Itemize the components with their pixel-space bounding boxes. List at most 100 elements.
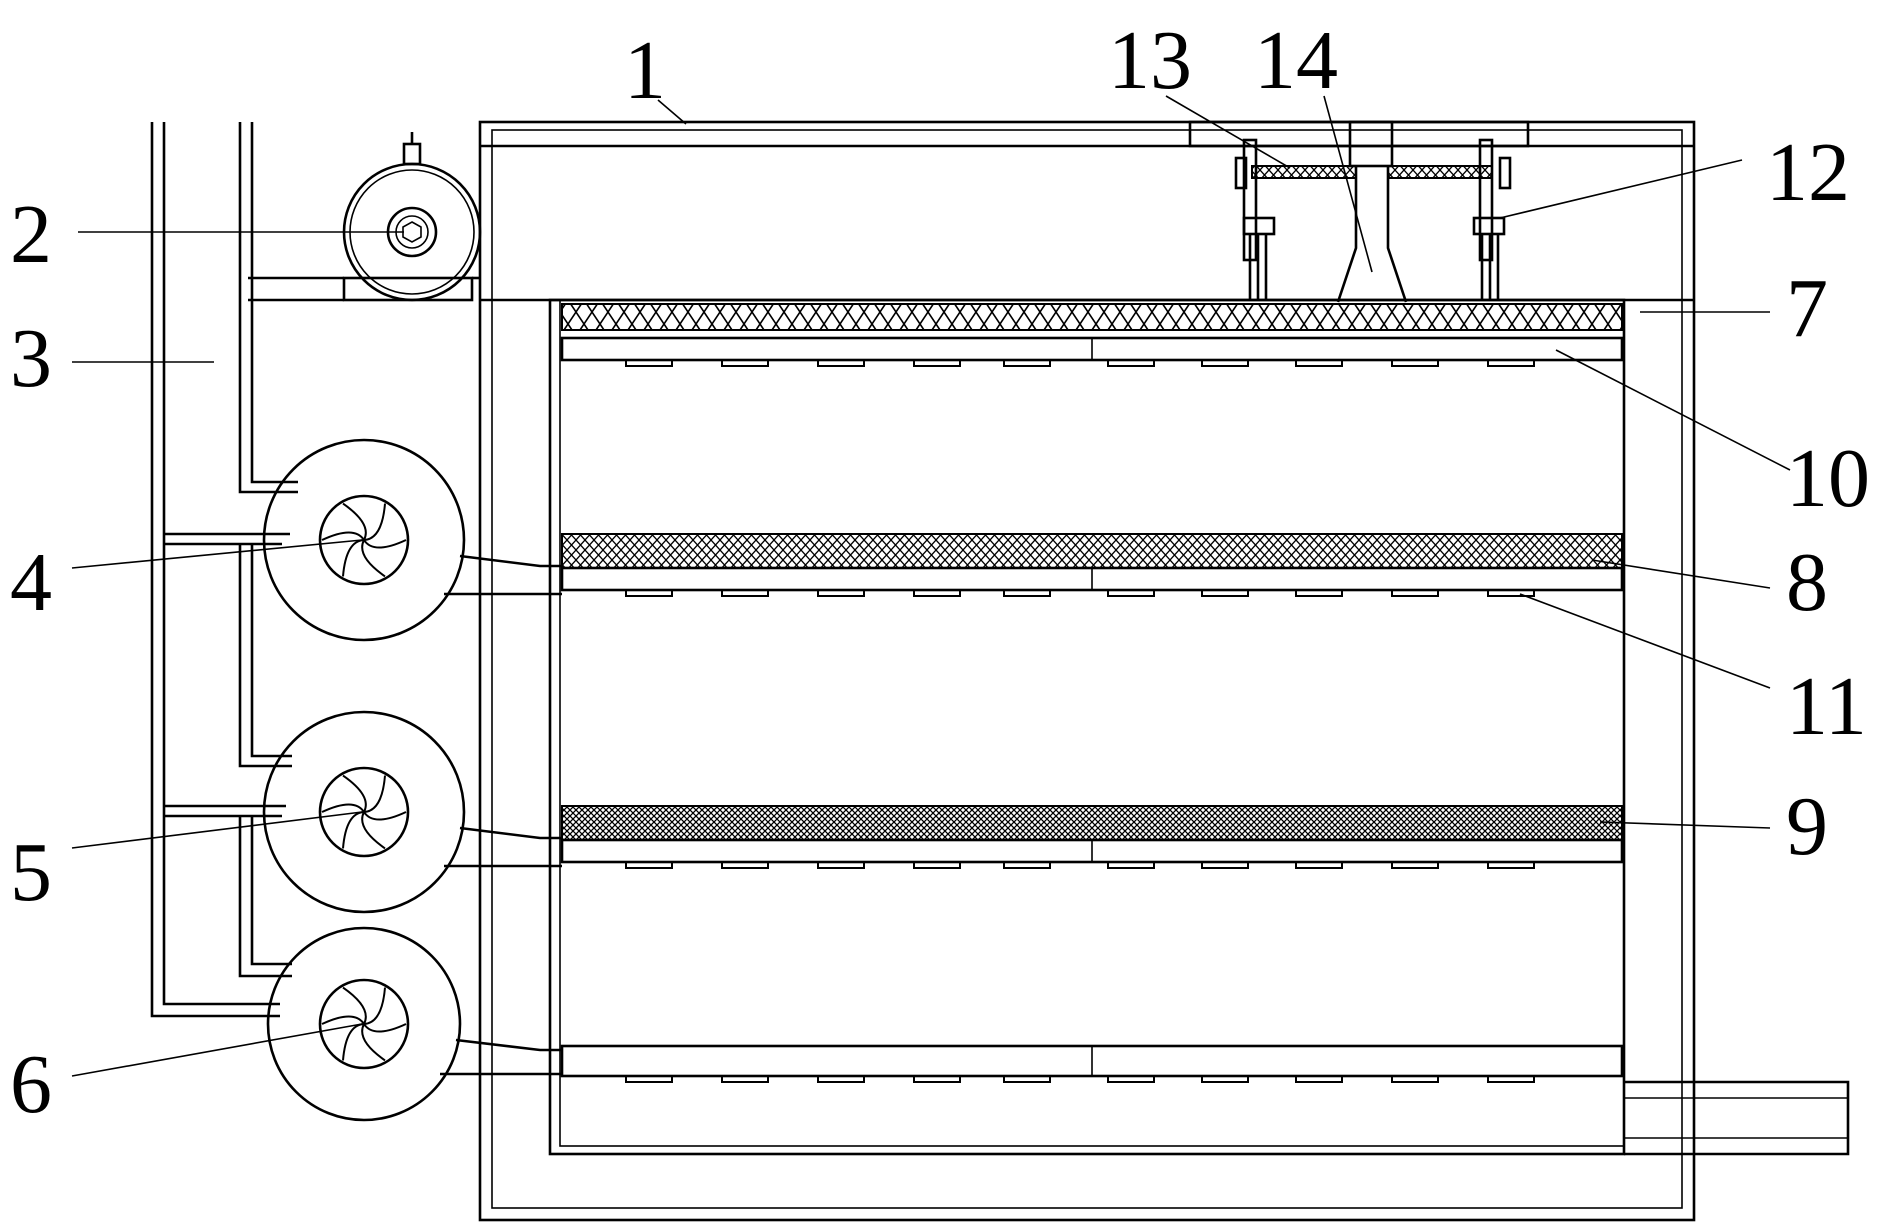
label-7: 7: [1786, 262, 1828, 355]
mount-bracket: [1188, 120, 1530, 148]
motor-terminal: [402, 142, 422, 166]
distribution-plate-4: [560, 1044, 1624, 1083]
label-9: 9: [1786, 780, 1828, 873]
air-nozzle: [625, 359, 673, 367]
air-nozzle: [913, 359, 961, 367]
impeller-blade: [342, 774, 367, 813]
motor-base: [342, 276, 474, 302]
label-4: 4: [10, 536, 52, 629]
inner-tank-wall: [548, 298, 1626, 1156]
inlet-manifold: [150, 122, 298, 1018]
label-6: 6: [10, 1038, 52, 1131]
leader-lines: [71, 95, 1791, 1077]
housing: [478, 120, 1696, 1222]
air-nozzle: [721, 1075, 769, 1083]
drive-shaft-housing: [1348, 120, 1394, 168]
air-nozzle: [817, 861, 865, 869]
air-nozzle: [1391, 359, 1439, 367]
agitator-assembly: [1188, 120, 1530, 303]
actuator-right: [1478, 138, 1494, 262]
label-11: 11: [1786, 660, 1867, 753]
gear-rack-right: [1387, 165, 1493, 179]
impeller-blade: [363, 987, 386, 1025]
air-nozzle: [1107, 1075, 1155, 1083]
label-3: 3: [10, 312, 52, 405]
impeller-blade: [363, 811, 407, 821]
air-nozzle: [817, 359, 865, 367]
impeller-blade: [363, 775, 386, 813]
air-nozzle: [625, 589, 673, 597]
air-nozzle: [1487, 589, 1535, 597]
inner-tank-liner: [559, 299, 1625, 1147]
air-nozzle: [721, 861, 769, 869]
filter-layer-7: [561, 303, 1623, 331]
label-12: 12: [1766, 126, 1850, 219]
air-nozzle: [721, 589, 769, 597]
air-nozzle: [1391, 1075, 1439, 1083]
impeller-blade: [342, 811, 365, 849]
label-10: 10: [1786, 432, 1870, 525]
impeller-blade: [363, 503, 386, 541]
air-nozzle: [1201, 861, 1249, 869]
air-nozzle: [1003, 589, 1051, 597]
impeller-blade: [361, 1023, 386, 1062]
filter-layer-8: [561, 533, 1623, 569]
air-nozzle: [1391, 589, 1439, 597]
coupling-right: [1472, 216, 1506, 236]
air-nozzle: [1295, 1075, 1343, 1083]
air-nozzle: [817, 589, 865, 597]
filter-layer-9: [561, 805, 1623, 841]
air-nozzle: [1003, 861, 1051, 869]
brush-left: [1248, 234, 1268, 300]
label-14: 14: [1254, 14, 1338, 107]
impeller-blade: [363, 1023, 407, 1033]
air-nozzle: [721, 359, 769, 367]
shaft-right: [1386, 166, 1408, 303]
air-nozzle: [1487, 861, 1535, 869]
label-13: 13: [1108, 14, 1192, 107]
gear-rack-left: [1251, 165, 1357, 179]
air-nozzle: [1003, 1075, 1051, 1083]
label-8: 8: [1786, 536, 1828, 629]
air-nozzle: [1487, 359, 1535, 367]
air-nozzle: [1391, 861, 1439, 869]
air-nozzle: [1295, 589, 1343, 597]
air-nozzle: [1295, 359, 1343, 367]
air-nozzle: [1107, 359, 1155, 367]
impeller-blade: [321, 803, 365, 813]
impeller-blade: [342, 1023, 365, 1061]
label-2: 2: [10, 188, 52, 281]
blower-4: [262, 438, 562, 642]
air-nozzle: [913, 589, 961, 597]
blower-5: [262, 710, 562, 914]
air-nozzle: [1201, 359, 1249, 367]
impeller-blade: [361, 539, 386, 578]
air-nozzle: [1201, 1075, 1249, 1083]
air-nozzle: [817, 1075, 865, 1083]
impeller-blade: [361, 811, 386, 850]
air-nozzle: [1487, 1075, 1535, 1083]
distribution-plate-2: [560, 566, 1624, 597]
impeller-blade: [342, 986, 367, 1025]
motor: [248, 132, 482, 302]
label-5: 5: [10, 826, 52, 919]
impeller-blade: [321, 531, 365, 541]
air-nozzle: [913, 861, 961, 869]
actuator-cap-right: [1498, 156, 1512, 190]
coupling-left: [1242, 216, 1276, 236]
air-nozzle: [625, 1075, 673, 1083]
actuator-cap-left: [1234, 156, 1248, 190]
impeller-blade: [363, 539, 407, 549]
blower-6: [266, 926, 562, 1122]
air-nozzle: [913, 1075, 961, 1083]
inner-casing-line: [491, 129, 1683, 1209]
impeller-blade: [321, 1015, 365, 1025]
outer-casing: [478, 120, 1696, 1222]
shaft-left: [1336, 166, 1358, 303]
air-nozzle: [1295, 861, 1343, 869]
distribution-plate-1: [560, 336, 1624, 367]
air-nozzle: [625, 861, 673, 869]
air-nozzle: [1107, 861, 1155, 869]
impeller-blade: [342, 539, 365, 577]
